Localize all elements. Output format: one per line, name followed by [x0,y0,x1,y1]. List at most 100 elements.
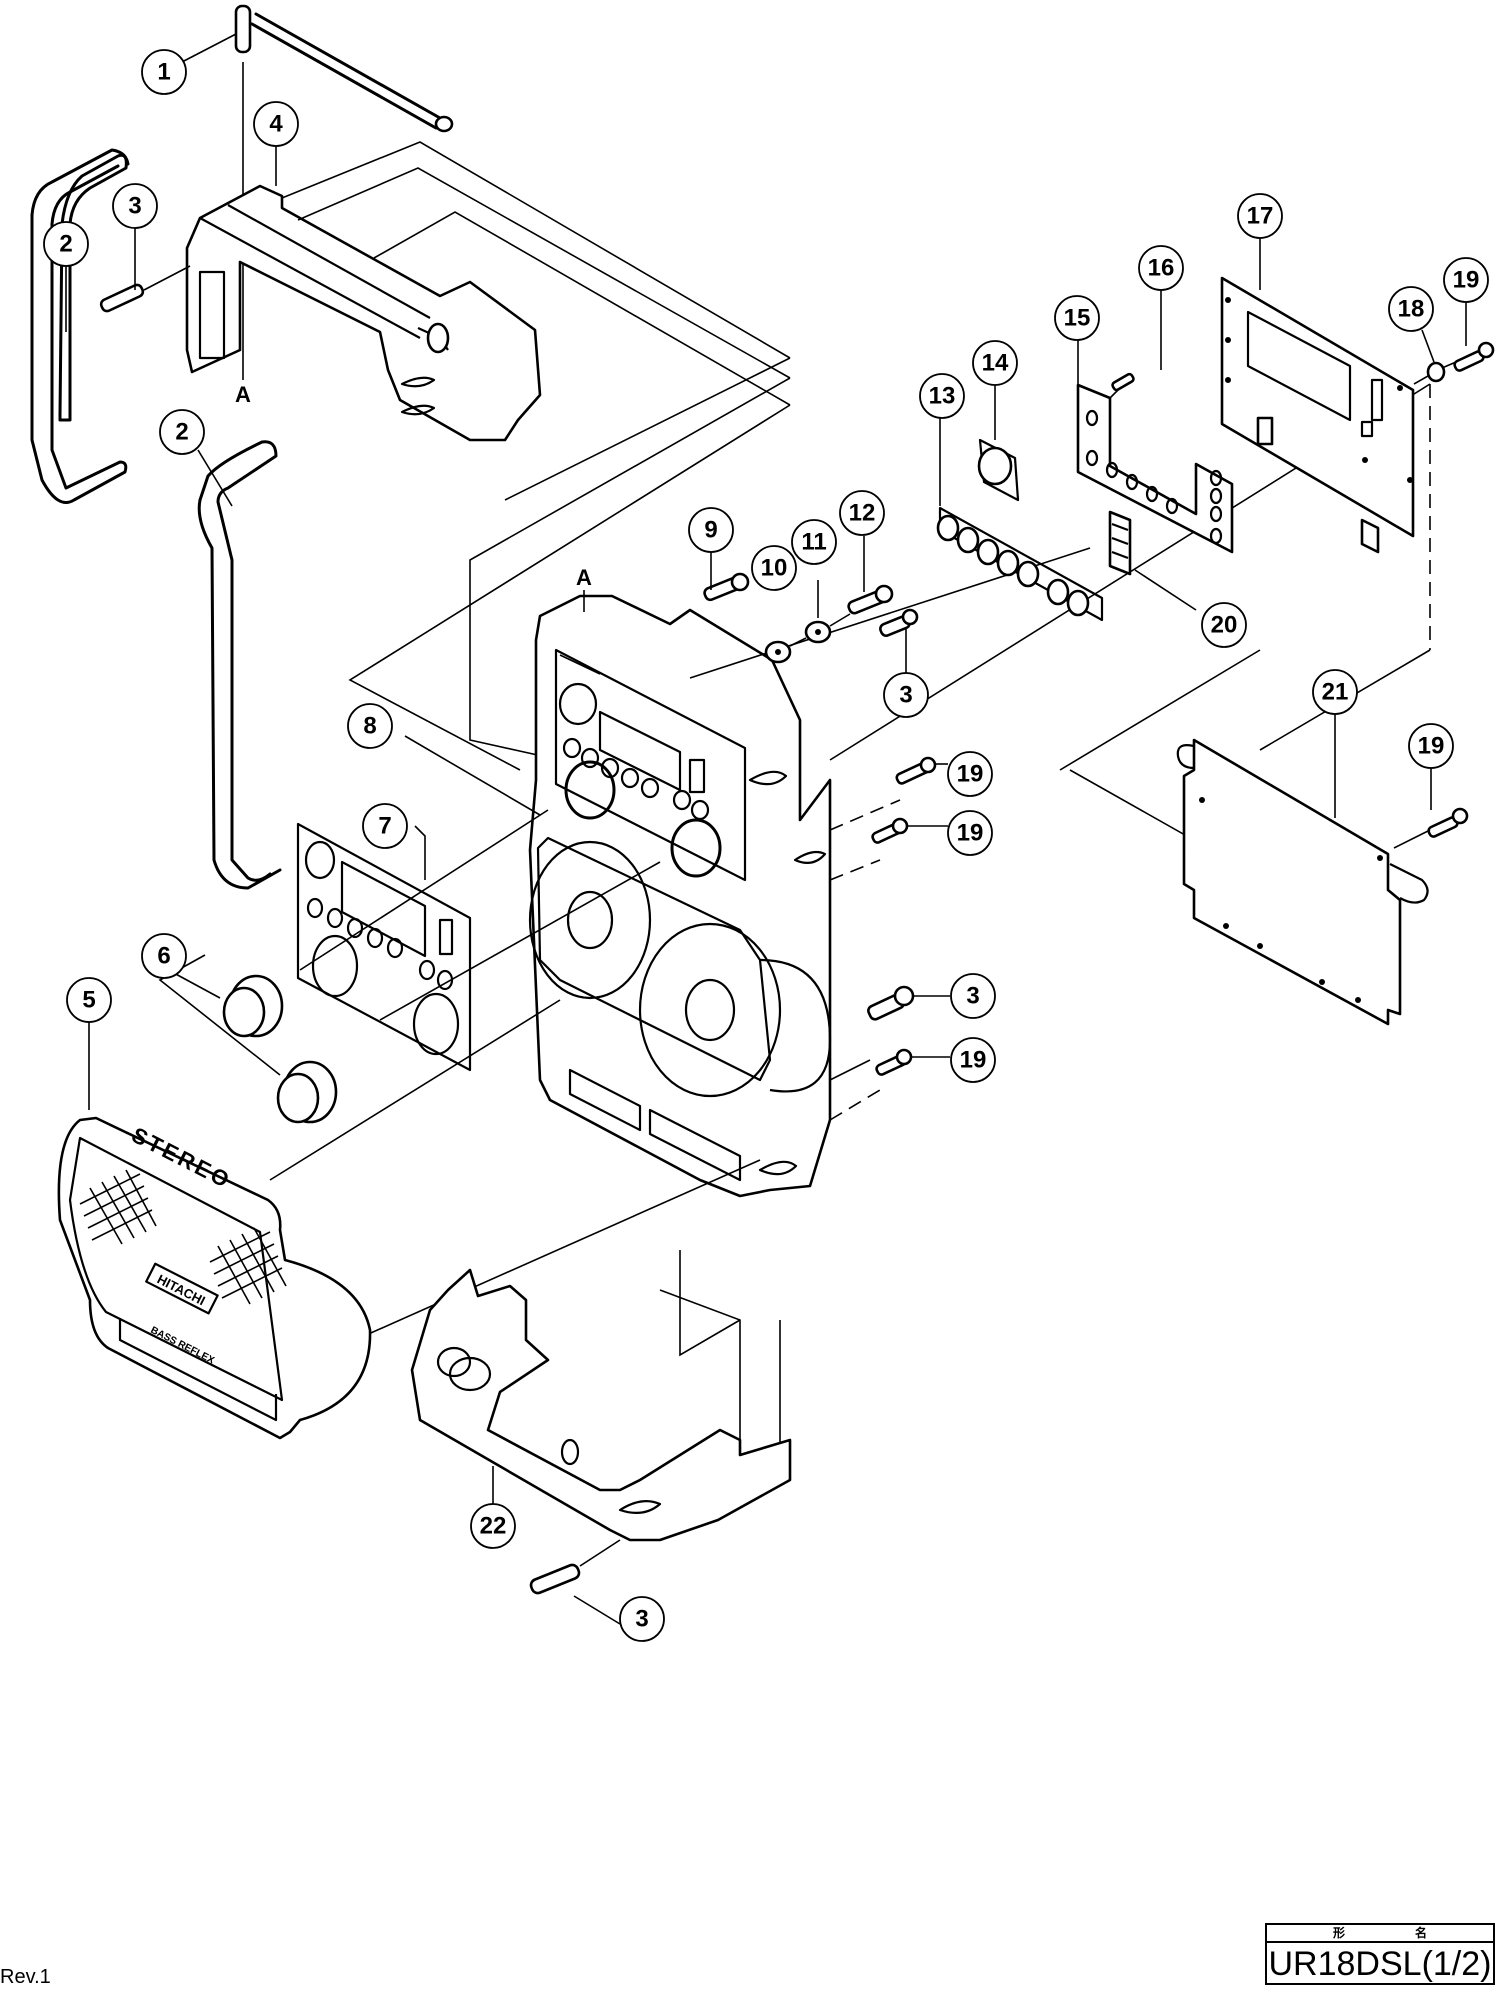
svg-text:2: 2 [175,419,188,446]
svg-text:16: 16 [1148,255,1175,282]
washer-11 [789,620,832,647]
title-header-right: 名 [1415,1926,1428,1940]
revision-label: Rev.1 [0,1966,51,1988]
callout-8: 8 [347,703,393,749]
push-button [977,438,1020,502]
callout-19-side-upper: 19 [947,751,993,797]
screw-12 [829,584,894,627]
reference-label-a-top: A [235,382,251,407]
screw-bottom [529,1539,621,1595]
title-block: 形 名 UR18DSL(1/2) [1265,1923,1495,1985]
callout-10: 10 [751,545,797,591]
callout-19-side-lower: 19 [947,810,993,856]
svg-text:3: 3 [899,682,912,709]
svg-text:2: 2 [59,231,72,258]
callout-22: 22 [470,1503,516,1549]
callout-5: 5 [66,977,112,1023]
svg-text:17: 17 [1247,203,1274,230]
callout-14: 14 [972,340,1018,386]
callout-9: 9 [688,507,734,553]
screw-3-top-right [879,608,919,637]
washer-18 [1413,361,1446,385]
svg-text:19: 19 [1453,267,1480,294]
side-screws [867,756,950,1076]
svg-text:20: 20 [1211,612,1238,639]
callout-3-side: 3 [950,973,996,1019]
svg-text:10: 10 [761,555,788,582]
screw-19-side-upper [895,756,948,785]
svg-text:14: 14 [982,350,1009,377]
svg-text:1: 1 [157,59,170,86]
callout-3-bottom: 3 [619,1596,665,1642]
svg-text:19: 19 [1418,733,1445,760]
callout-2-left: 2 [43,221,89,267]
callout-7: 7 [362,803,408,849]
front-panel-label [296,822,472,1072]
handle-grip-right [197,440,282,890]
svg-text:6: 6 [157,943,170,970]
svg-text:7: 7 [378,813,391,840]
model-number: UR18DSL(1/2) [1268,1945,1492,1983]
callout-leaders [65,33,1467,1625]
callout-15: 15 [1054,295,1100,341]
small-screw [1109,372,1135,399]
screw-9 [703,572,750,602]
screw-19-side-bottom [875,1048,950,1076]
callout-2-right: 2 [159,409,205,455]
front-grille: STEREO HITACHI BASS REFLEX [57,1116,372,1440]
housing [528,594,832,1198]
screw-19-side-lower [871,817,948,844]
screw-19-pcb [1441,341,1495,372]
callout-17: 17 [1237,193,1283,239]
handle-grip-left [30,148,130,504]
svg-text:3: 3 [966,983,979,1010]
callout-3-rear-top: 3 [883,672,929,718]
svg-text:19: 19 [957,820,984,847]
callout-19-side-bottom: 19 [950,1037,996,1083]
grille-mesh-left [79,1169,157,1245]
svg-text:11: 11 [801,529,826,556]
washer-10 [764,640,792,664]
svg-text:5: 5 [82,987,95,1014]
rear-plate [1176,738,1429,1026]
svg-text:21: 21 [1322,679,1349,706]
callout-20: 20 [1201,602,1247,648]
callout-6: 6 [141,933,187,979]
callout-12: 12 [839,490,885,536]
callout-16: 16 [1138,245,1184,291]
title-header-left: 形 [1332,1926,1345,1940]
callout-3-top-left: 3 [112,183,158,229]
screw-top-left [99,265,191,313]
callout-4: 4 [253,101,299,147]
svg-text:4: 4 [269,111,283,138]
svg-text:19: 19 [960,1047,987,1074]
main-pcb [1220,276,1415,554]
bottom-frame [410,1268,792,1542]
svg-text:8: 8 [363,713,376,740]
callout-1: 1 [141,49,187,95]
screw-19-rear-plate [1393,807,1469,849]
guide-lines-top [281,141,791,771]
knobs [158,954,338,1124]
screw-3-side [867,985,950,1021]
svg-text:3: 3 [635,1606,648,1633]
button-strip [936,506,1104,622]
svg-text:19: 19 [957,761,984,788]
svg-text:15: 15 [1064,305,1091,332]
callout-19-pcb: 19 [1443,257,1489,303]
slide-switch [1108,510,1132,576]
grille-mesh-right [209,1227,287,1305]
top-handle-frame [185,184,542,442]
svg-text:9: 9 [704,517,717,544]
title-block-header: 形 名 [1267,1925,1493,1943]
svg-text:13: 13 [929,383,956,410]
callout-18: 18 [1388,286,1434,332]
callout-11: 11 [791,519,837,565]
reference-label-a-housing: A [576,565,592,590]
callout-13: 13 [919,373,965,419]
switch-board [1076,383,1234,554]
callout-19-rear-plate: 19 [1408,723,1454,769]
svg-text:3: 3 [128,193,141,220]
svg-text:12: 12 [849,500,876,527]
